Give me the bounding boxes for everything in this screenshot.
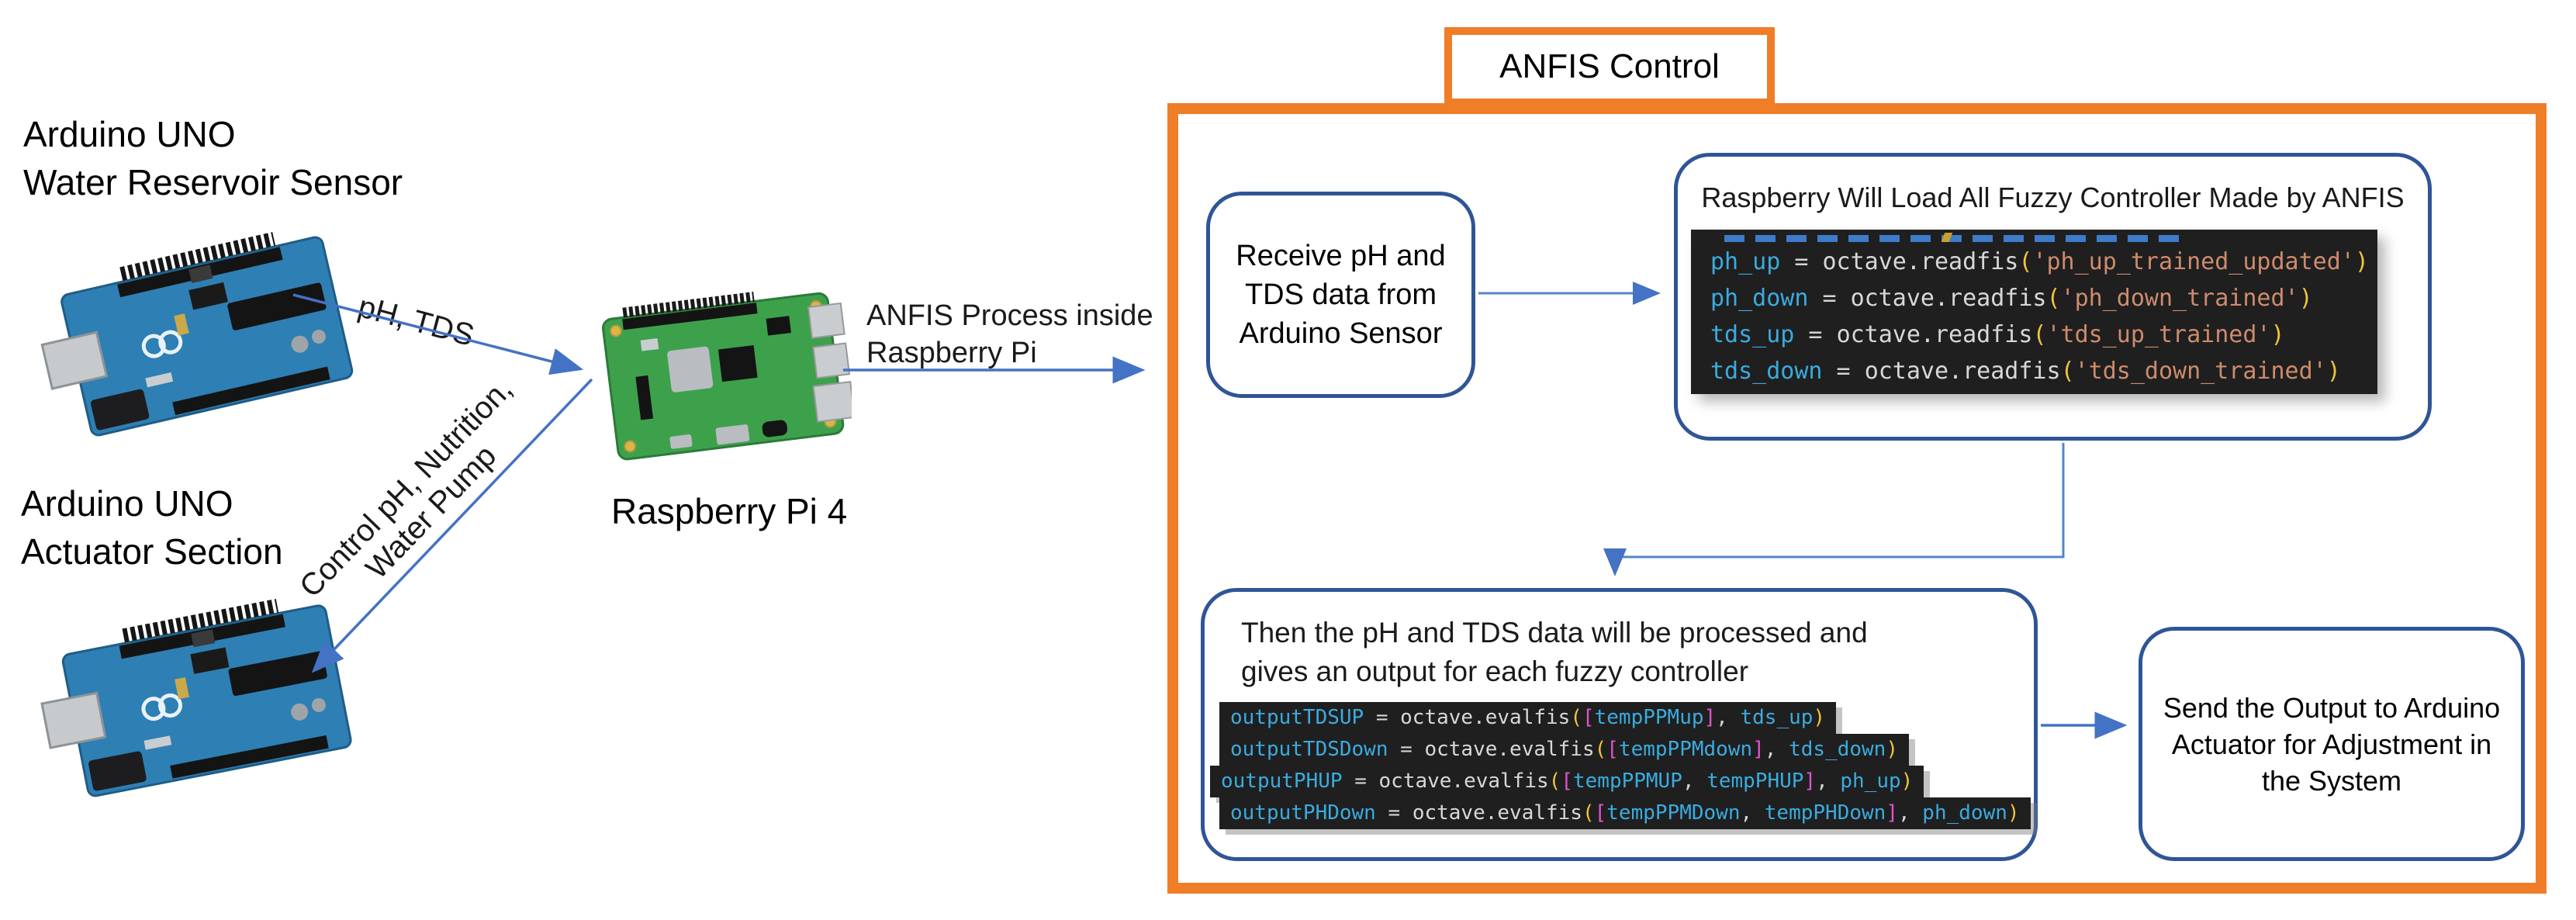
process-box-text: Then the pH and TDS data will be process… bbox=[1241, 614, 1868, 691]
sensor-arduino-label: Arduino UNO Water Reservoir Sensor bbox=[23, 110, 403, 206]
send-box-line3: the System bbox=[2261, 764, 2402, 797]
anfis-control-title: ANFIS Control bbox=[1499, 47, 1720, 85]
actuator-arduino-label: Arduino UNO Actuator Section bbox=[21, 479, 283, 576]
send-box-line1: Send the Output to Arduino bbox=[2163, 691, 2501, 724]
code-line: outputPHUP = octave.evalfis([tempPPMUP, … bbox=[1210, 766, 1924, 797]
actuator-arduino-label-line1: Arduino UNO bbox=[21, 483, 233, 524]
code-line: outputTDSDown = octave.evalfis([tempPPMd… bbox=[1219, 734, 1909, 766]
readfis-code-block: ph_up = octave.readfis('ph_up_trained_up… bbox=[1691, 230, 2377, 394]
clipped-code-line bbox=[1710, 230, 2377, 244]
actuator-arduino-label-line2: Actuator Section bbox=[21, 531, 283, 572]
arduino-actuator-photo bbox=[37, 576, 379, 816]
arduino-sensor-photo bbox=[37, 216, 379, 448]
receive-data-box: Receive pH and TDS data from Arduino Sen… bbox=[1206, 192, 1475, 398]
receive-box-line3: Arduino Sensor bbox=[1239, 317, 1443, 350]
code-line: outputTDSUP = octave.evalfis([tempPPMup]… bbox=[1219, 702, 1837, 734]
anfis-control-title-box: ANFIS Control bbox=[1444, 27, 1775, 106]
code-line: outputPHDown = octave.evalfis([tempPPMDo… bbox=[1219, 797, 2031, 829]
arduino-board-icon bbox=[40, 231, 354, 437]
receive-box-line2: TDS data from bbox=[1244, 278, 1437, 311]
code-line: tds_up = octave.readfis('tds_up_trained'… bbox=[1710, 321, 2285, 348]
anfis-process-label-line2: Raspberry Pi bbox=[866, 337, 1037, 369]
raspberry-pi-label: Raspberry Pi 4 bbox=[611, 491, 848, 531]
send-box-line2: Actuator for Adjustment in bbox=[2171, 728, 2492, 760]
code-line: tds_down = octave.readfis('tds_down_trai… bbox=[1710, 358, 2341, 385]
sensor-arduino-label-line1: Arduino UNO bbox=[23, 114, 236, 154]
process-box-line2: gives an output for each fuzzy controlle… bbox=[1241, 655, 1749, 687]
raspberry-pi-board-icon bbox=[602, 292, 856, 461]
sensor-arduino-label-line2: Water Reservoir Sensor bbox=[23, 162, 403, 202]
evalfis-code-block: outputTDSUP = octave.evalfis([tempPPMup]… bbox=[1210, 702, 2031, 829]
receive-box-line1: Receive pH and bbox=[1236, 240, 1446, 272]
anfis-process-label-line1: ANFIS Process inside bbox=[866, 299, 1153, 332]
code-line: ph_up = octave.readfis('ph_up_trained_up… bbox=[1710, 248, 2369, 275]
send-output-box: Send the Output to Arduino Actuator for … bbox=[2139, 627, 2525, 861]
raspberry-pi-photo bbox=[596, 273, 856, 479]
process-box-line1: Then the pH and TDS data will be process… bbox=[1241, 617, 1868, 648]
anfis-process-label: ANFIS Process inside Raspberry Pi bbox=[866, 297, 1153, 372]
arduino-board-icon bbox=[40, 598, 352, 797]
load-fuzzy-box-title: Raspberry Will Load All Fuzzy Controller… bbox=[1701, 182, 2405, 213]
code-line: ph_down = octave.readfis('ph_down_traine… bbox=[1710, 285, 2313, 312]
